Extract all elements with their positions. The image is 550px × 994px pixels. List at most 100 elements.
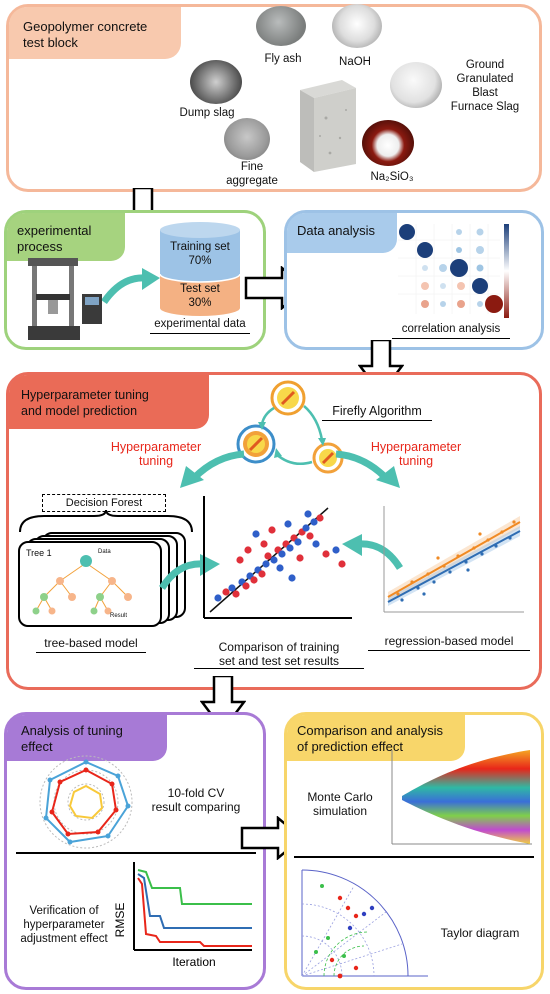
panel-tuning-title-2: and model prediction — [21, 404, 138, 418]
panel-materials-title-1: Geopolymer concrete — [23, 19, 148, 34]
monte-carlo-label-1: Monte Carlo — [307, 790, 373, 804]
monte-carlo-chart — [391, 750, 532, 845]
cv-label-1: 10-fold CV — [167, 786, 225, 800]
teal-curved-arrow-left-icon — [180, 450, 245, 488]
scatter-point-test — [232, 590, 240, 598]
ggbfs-label-3: Blast — [472, 87, 498, 99]
forest-brace — [19, 510, 193, 533]
verification-label-1: Verification of — [29, 905, 99, 917]
scatter-point-test — [264, 552, 272, 560]
tree-card-front: Tree 1 Data Result — [18, 541, 162, 627]
fine-aggregate-label: Fine aggregate — [222, 160, 282, 188]
naoh-label: NaOH — [339, 56, 371, 68]
tuning-right-label-2: tuning — [398, 454, 434, 468]
scatter-point-test — [236, 556, 244, 564]
regression-based-caption: regression-based model — [368, 634, 530, 651]
scatter-point-train — [302, 524, 310, 532]
ggbfs-label-2: Granulated — [456, 73, 514, 85]
silicate-photo — [362, 120, 414, 166]
scatter-point-train — [276, 564, 284, 572]
scatter-point-test — [258, 570, 266, 578]
training-set-label: Training set 70% — [160, 240, 240, 268]
cv-divider — [16, 852, 256, 854]
test-set-label-2: 30% — [188, 297, 212, 309]
dump-slag-label: Dump slag — [179, 107, 235, 119]
fine-aggregate-photo — [224, 118, 270, 160]
scatter-point-train — [278, 550, 286, 558]
firefly-icon-top — [270, 380, 306, 416]
scatter-point-test — [242, 582, 250, 590]
concrete-block-drawing — [300, 80, 356, 172]
panel-experimental-header: experimental process — [7, 213, 125, 261]
teal-curved-arrow-icon — [102, 268, 160, 305]
panel-tuning-effect-header: Analysis of tuning effect — [7, 715, 167, 761]
cv-label: 10-fold CV result comparing — [146, 786, 246, 814]
panel-prediction-effect-title-2: of prediction effect — [297, 739, 403, 754]
panel-tuning-effect-title-2: effect — [21, 739, 53, 754]
cv-label-2: result comparing — [151, 800, 241, 814]
comparison-caption: Comparison of training set and test set … — [194, 640, 364, 669]
panel-data-analysis-title: Data analysis — [297, 223, 376, 238]
panel-materials-header: Geopolymer concrete test block — [9, 7, 181, 59]
comparison-caption-1: Comparison of training — [218, 640, 340, 654]
tree-result-label: Result — [110, 613, 128, 619]
verification-label-2: hyperparameter — [23, 919, 105, 931]
testing-machine-icon — [28, 258, 102, 340]
scatter-point-train — [228, 584, 236, 592]
verification-label-3: adjustment effect — [20, 933, 108, 945]
scatter-point-test — [296, 554, 304, 562]
tree-1-label: Tree 1 — [26, 548, 52, 558]
firefly-icon-right — [312, 442, 344, 474]
scatter-point-train — [304, 510, 312, 518]
teal-curved-arrow-right-icon — [335, 450, 400, 488]
scatter-point-test — [268, 526, 276, 534]
firefly-icon-left — [236, 424, 276, 464]
scatter-point-train — [332, 546, 340, 554]
tuning-left-label: Hyperparameter tuning — [96, 440, 216, 468]
panel-prediction-effect-title-1: Comparison and analysis — [297, 723, 443, 738]
panel-prediction-effect-header: Comparison and analysis of prediction ef… — [287, 715, 465, 761]
scatter-point-train — [286, 544, 294, 552]
ggbfs-label: Ground Granulated Blast Furnace Slag — [440, 58, 530, 114]
taylor-diagram-label: Taylor diagram — [440, 926, 520, 940]
firefly-cycle — [236, 380, 344, 474]
teal-arrow-regression-to-scatter-icon — [342, 534, 403, 570]
scatter-point-test — [222, 588, 230, 596]
cylinder-icon — [159, 222, 241, 316]
correlation-caption: correlation analysis — [392, 322, 510, 339]
scatter-point-train — [252, 530, 260, 538]
train-test-scatter — [203, 496, 352, 619]
scatter-point-train — [270, 556, 278, 564]
taylor-diagram-chart — [301, 869, 428, 979]
concrete-block — [290, 78, 360, 174]
panel-data-analysis-header: Data analysis — [287, 213, 397, 253]
scatter-point-train — [262, 560, 270, 568]
fly-ash-label: Fly ash — [264, 53, 302, 65]
scatter-point-test — [322, 550, 330, 558]
tree-diagram — [32, 555, 132, 615]
scatter-point-test — [338, 560, 346, 568]
tuning-right-label-1: Hyperparameter — [370, 440, 462, 454]
rmse-axis-label: RMSE — [113, 903, 127, 938]
scatter-point-train — [312, 540, 320, 548]
scatter-point-train — [288, 574, 296, 582]
scatter-point-train — [214, 594, 222, 602]
naoh-photo — [332, 4, 382, 48]
scatter-point-train — [310, 518, 318, 526]
scatter-point-test — [306, 532, 314, 540]
tuning-left-label-2: tuning — [138, 454, 174, 468]
tree-stack: Tree 1 Data Result — [18, 532, 188, 627]
panel-experimental-title-2: process — [17, 239, 63, 254]
fly-ash-photo — [256, 6, 306, 46]
scatter-point-test — [250, 576, 258, 584]
ggbfs-label-1: Ground — [465, 59, 505, 71]
iteration-axis-label: Iteration — [172, 955, 215, 969]
training-set-label-1: Training set — [170, 241, 230, 253]
fine-aggregate-label-1: Fine — [240, 161, 264, 173]
comparison-caption-2: set and test set results — [194, 654, 364, 669]
scatter-point-train — [284, 520, 292, 528]
regression-chart — [383, 506, 524, 613]
radar-chart — [39, 755, 133, 849]
ggbfs-label-4: Furnace Slag — [450, 101, 520, 113]
verification-label: Verification of hyperparameter adjustmen… — [14, 904, 114, 946]
